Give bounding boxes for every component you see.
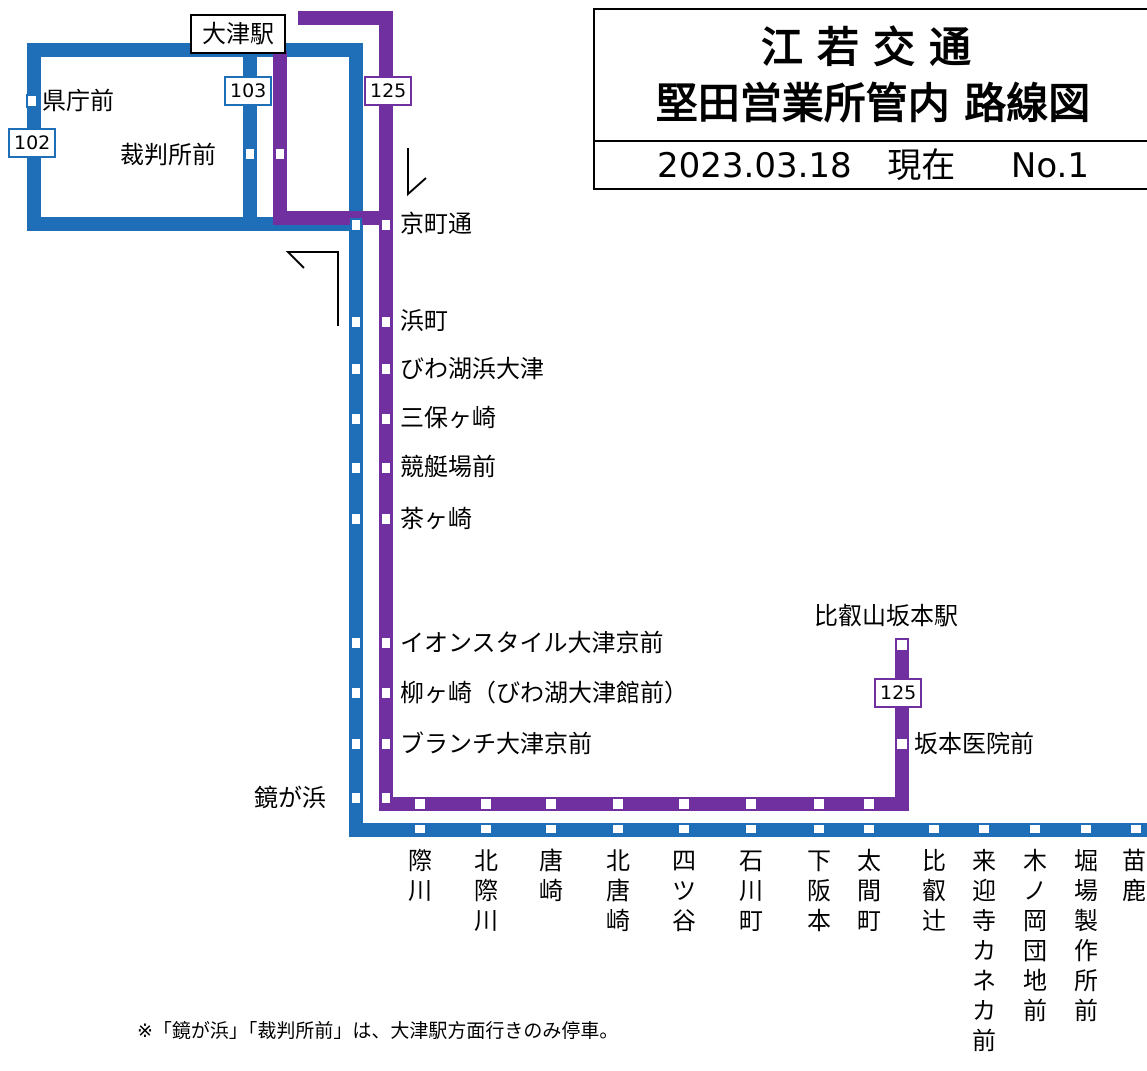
map-title: 堅田営業所管内 路線図 (655, 79, 1091, 128)
direction-arrow-icon (407, 148, 427, 197)
stop-label-bottom: 石川町 (739, 847, 763, 935)
stop-label-yanagasaki: 柳ヶ崎（びわ湖大津館前） (400, 679, 688, 707)
title-divider (595, 140, 1147, 142)
status: 現在 (887, 146, 956, 186)
date: 2023.03.18 (657, 146, 852, 186)
stop-label-bottom: 堀場製作所前 (1074, 847, 1098, 1025)
terminal-otsu-station: 大津駅 (190, 14, 286, 54)
company-name: 江若交通 (760, 23, 985, 72)
stop-label-bottom: 来迎寺カネカ前 (972, 847, 996, 1055)
stop-label-kencho: 県庁前 (42, 87, 114, 115)
stop-label-bottom: 木ノ岡団地前 (1023, 847, 1047, 1025)
footnote: ※「鏡が浜」「裁判所前」は、大津駅方面行きのみ停車。 (137, 1020, 619, 1042)
route-badge-125-top: 125 (364, 76, 413, 106)
route-badge-125-bottom: 125 (874, 678, 923, 708)
stop-label-bottom: 唐崎 (539, 847, 563, 905)
stop-label-bottom: 北唐崎 (606, 847, 630, 935)
purple-stop-markers (274, 147, 909, 811)
stop-label-bottom: 太間町 (857, 847, 881, 935)
route-badge-102: 102 (8, 128, 57, 158)
stop-label-hieizan-sakamoto-station: 比叡山坂本駅 (814, 602, 958, 630)
stop-label-chagasaki: 茶ヶ崎 (400, 505, 472, 533)
route-badge-103: 103 (224, 76, 273, 106)
date-line: 2023.03.18 現在 No.1 (595, 146, 1147, 186)
stop-label-bottom: 比叡辻 (922, 847, 946, 935)
sheet-number: No.1 (1010, 146, 1089, 186)
stop-label-bottom: 北際川 (474, 847, 498, 935)
direction-arrow-icon (285, 251, 339, 326)
stop-label-bottom: 下阪本 (807, 847, 831, 935)
stop-label-bottom: 苗鹿 (1122, 847, 1146, 905)
stop-label-sakamoto-clinic: 坂本医院前 (914, 730, 1034, 758)
stop-label-hamamachi: 浜町 (400, 307, 448, 335)
stop-label-kagami: 鏡が浜 (254, 784, 326, 812)
stop-label-mihogasaki: 三保ヶ崎 (400, 404, 496, 432)
blue-stop-markers (26, 94, 1143, 835)
title-block: 江若交通 堅田営業所管内 路線図 2023.03.18 現在 No.1 (593, 8, 1147, 190)
stop-label-bottom: 際川 (408, 847, 432, 905)
stop-label-bottom: 四ツ谷 (672, 847, 696, 935)
stop-label-aeon-style: イオンスタイル大津京前 (400, 629, 664, 657)
stop-label-kyomachi: 京町通 (400, 210, 472, 238)
stop-label-branch-otsukyo: ブランチ大津京前 (400, 730, 592, 758)
stop-label-kyoteijo: 競艇場前 (400, 453, 496, 481)
stop-label-saibansho: 裁判所前 (120, 141, 216, 169)
stop-label-biwako-hamaotsu: びわ湖浜大津 (400, 355, 544, 383)
